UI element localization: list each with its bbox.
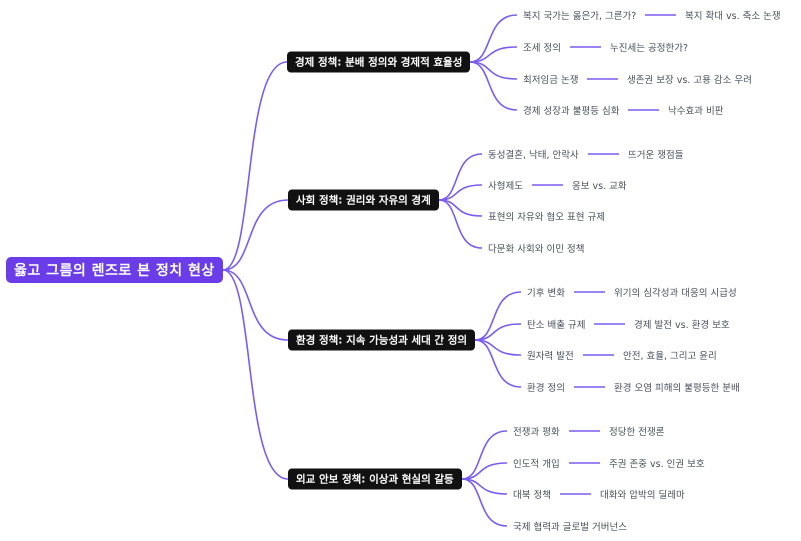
branch-subtopic-connector [461, 478, 508, 527]
subtopic-detail[interactable]: 복지 확대 vs. 축소 논쟁 [685, 11, 781, 22]
subtopic[interactable]: 전쟁과 평화 [513, 427, 560, 438]
branch-subtopic-connector [474, 339, 522, 388]
subtopic[interactable]: 원자력 발전 [527, 351, 574, 362]
subtopic-detail[interactable]: 대화와 압박의 딜레마 [600, 490, 685, 501]
subtopic-detail[interactable]: 위기의 심각성과 대응의 시급성 [614, 288, 737, 299]
root-topic[interactable]: 옳고 그름의 렌즈로 본 정치 현상 [6, 257, 223, 283]
root-branch-connector [222, 199, 289, 271]
root-branch-connector [222, 269, 289, 480]
root-branch-connector [222, 61, 288, 271]
branch-subtopic-connector [474, 291, 522, 341]
subtopic[interactable]: 복지 국가는 옳은가, 그른가? [523, 11, 637, 22]
subtopic-detail[interactable]: 경제 발전 vs. 환경 보호 [634, 320, 730, 331]
branch-subtopic-connector [461, 430, 508, 480]
subtopic-detail[interactable]: 주권 존중 vs. 인권 보호 [609, 459, 705, 470]
subtopic[interactable]: 환경 정의 [527, 383, 565, 394]
subtopic[interactable]: 사형제도 [488, 181, 523, 192]
subtopic-detail[interactable]: 안전, 효율, 그리고 윤리 [623, 351, 717, 362]
branch-subtopic-connector [461, 462, 508, 480]
subtopic-detail[interactable]: 응보 vs. 교화 [572, 181, 627, 192]
subtopic[interactable]: 최저임금 논쟁 [523, 75, 579, 86]
subtopic-detail[interactable]: 정당한 전쟁론 [609, 427, 665, 438]
subtopic[interactable]: 국제 협력과 글로벌 거버넌스 [513, 522, 627, 533]
branch-subtopic-connector [438, 199, 483, 249]
subtopic-detail[interactable]: 뜨거운 쟁점들 [628, 150, 684, 161]
subtopic-detail[interactable]: 환경 오염 피해의 불평등한 분배 [614, 383, 740, 394]
subtopic-detail[interactable]: 낙수효과 비판 [668, 106, 724, 117]
subtopic[interactable]: 경제 성장과 불평등 심화 [523, 106, 620, 117]
branch-subtopic-connector [469, 14, 518, 63]
subtopic[interactable]: 조세 정의 [523, 43, 561, 54]
branch-topic[interactable]: 외교 안보 정책: 이상과 현실의 갈등 [288, 468, 462, 490]
subtopic[interactable]: 표현의 자유와 혐오 표현 규제 [488, 212, 605, 223]
subtopic[interactable]: 기후 변화 [527, 288, 565, 299]
subtopic[interactable]: 인도적 개입 [513, 459, 560, 470]
branch-topic[interactable]: 경제 정책: 분배 정의와 경제적 효율성 [287, 51, 471, 73]
subtopic[interactable]: 다문화 사회와 이민 정책 [488, 244, 585, 255]
root-branch-connector [222, 269, 289, 341]
branch-subtopic-connector [469, 46, 518, 63]
subtopic-detail[interactable]: 누진세는 공정한가? [610, 43, 688, 54]
branch-topic[interactable]: 사회 정책: 권리와 자유의 경계 [288, 189, 439, 211]
subtopic[interactable]: 탄소 배출 규제 [527, 320, 586, 331]
subtopic-detail[interactable]: 생존권 보장 vs. 고용 감소 우려 [627, 75, 752, 86]
branch-subtopic-connector [474, 323, 522, 341]
branch-topic[interactable]: 환경 정책: 지속 가능성과 세대 간 정의 [288, 329, 476, 351]
subtopic[interactable]: 대북 정책 [513, 490, 551, 501]
subtopic[interactable]: 동성결혼, 낙태, 안락사 [488, 150, 579, 161]
branch-subtopic-connector [438, 153, 483, 201]
branch-subtopic-connector [469, 61, 518, 111]
